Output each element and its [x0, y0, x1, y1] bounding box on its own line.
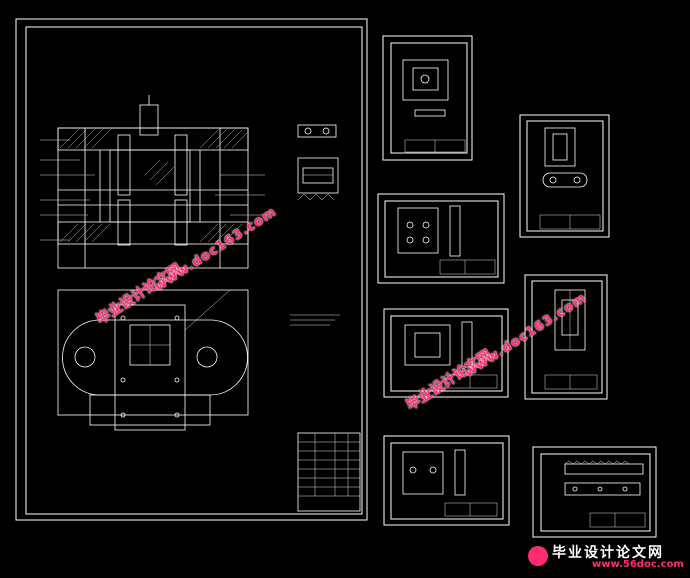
- part-sheet-3[interactable]: [377, 193, 505, 284]
- logo-url: www.56doc.com: [592, 559, 684, 570]
- site-logo[interactable]: 毕业设计论文网 www.56doc.com: [522, 542, 684, 572]
- assembly-title-block: [297, 432, 361, 512]
- logo-text-cn: 毕业设计论文网: [552, 545, 664, 561]
- part-sheet-2[interactable]: [519, 114, 610, 238]
- assembly-detail-view: [297, 124, 339, 201]
- part-sheet-1[interactable]: [382, 35, 473, 161]
- assembly-section-view: [40, 95, 265, 269]
- assembly-notes: [290, 314, 340, 326]
- assembly-plan-view: [57, 289, 249, 431]
- main-assembly-sheet[interactable]: [15, 18, 368, 521]
- logo-mark-icon: [528, 546, 548, 566]
- part-sheet-6[interactable]: [383, 435, 510, 526]
- part-sheet-7[interactable]: [532, 446, 657, 538]
- part-sheet-4[interactable]: [383, 308, 509, 398]
- part-sheet-5[interactable]: [524, 274, 608, 400]
